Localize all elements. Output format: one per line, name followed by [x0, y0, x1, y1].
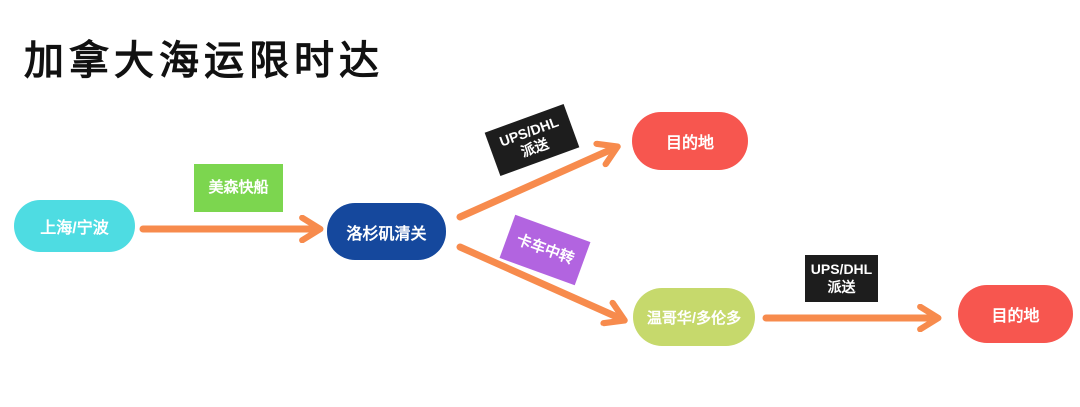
- edge-label-matson-express: 美森快船: [194, 164, 283, 212]
- node-destination-top: 目的地: [632, 112, 748, 170]
- node-la-customs: 洛杉矶清关: [327, 203, 446, 260]
- edge-label-line: 派送: [827, 278, 856, 295]
- node-vancouver-toronto: 温哥华/多伦多: [633, 288, 755, 346]
- node-shanghai-ningbo: 上海/宁波: [14, 200, 135, 252]
- edge-label-ups-dhl-delivery-bottom: UPS/DHL 派送: [805, 255, 878, 302]
- arrow-la-to-destination-top: [456, 150, 610, 221]
- arrow-la-to-vancouver-toronto: [456, 243, 617, 317]
- page-title: 加拿大海运限时达: [24, 38, 384, 84]
- node-destination-bottom: 目的地: [958, 285, 1073, 343]
- edge-label-line: UPS/DHL: [810, 261, 873, 277]
